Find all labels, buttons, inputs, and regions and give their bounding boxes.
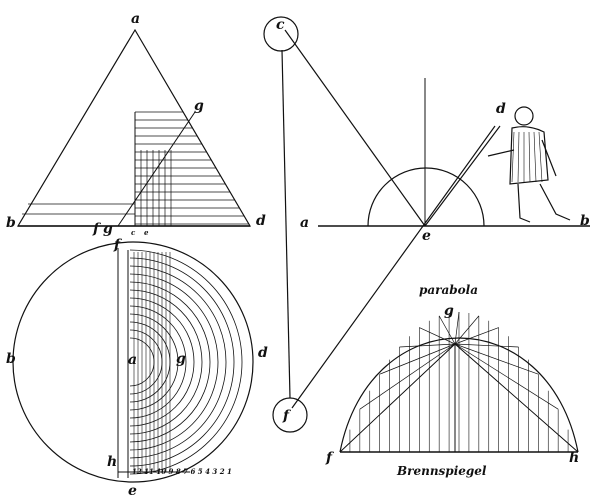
triangle-diagonal: [117, 111, 196, 227]
cone-top-circle: [263, 16, 299, 52]
parabola-left-label: f: [326, 450, 333, 466]
circle-scale-label: 12 11 10 9 8 7 6 5 4 3 2 1: [132, 467, 232, 476]
sighting-right-label: b: [580, 213, 590, 229]
observer-arm-back: [541, 139, 557, 177]
parabola-ray: [454, 343, 539, 375]
triangle-upper-label: g: [194, 98, 204, 114]
observer-shading: [517, 131, 520, 183]
observer-shading: [528, 131, 531, 183]
circle-bottom-e-label: e: [128, 483, 137, 499]
parabola-ray: [454, 327, 499, 345]
parabola-ray: [399, 343, 456, 348]
parabola-ray: [454, 343, 519, 348]
sighting-center-label: e: [422, 228, 431, 244]
cone-top-label: c: [276, 17, 285, 33]
triangle-base-c-label: c: [131, 228, 136, 237]
circle-concentric-arc: [129, 273, 219, 451]
parabola-right-label: h: [569, 450, 580, 466]
circle-top-label: f: [114, 237, 121, 253]
circle-center-g-label: g: [176, 351, 186, 367]
cone-lower-line: [291, 125, 496, 409]
observer-torso: [509, 126, 549, 185]
parabola-title-label: parabola: [419, 283, 478, 297]
triangle-apex-label: a: [131, 11, 141, 27]
circle-concentric-arc: [129, 305, 187, 419]
parabola-vertex-label: g: [444, 303, 454, 319]
observer-leg-front: [517, 183, 531, 223]
circle-left-label: b: [6, 351, 16, 367]
parabola-focal-left: [339, 343, 456, 453]
sighting-left-label: a: [300, 215, 310, 231]
sighting-line-of-sight: [424, 125, 501, 227]
cone-bottom-label: f: [283, 408, 290, 424]
parabola-ray: [454, 315, 480, 345]
circle-concentric-arc: [129, 265, 227, 459]
circle-outline: [12, 241, 254, 483]
sighting-observer-label: d: [496, 101, 506, 117]
parabola-ray: [359, 343, 456, 410]
observer-arm: [487, 149, 515, 157]
circle-center-a-label: a: [128, 352, 138, 368]
parabola-ray: [454, 343, 559, 410]
triangle-base-e-label: e: [144, 228, 149, 237]
cone-bottom-circle: [272, 397, 308, 433]
triangle-left-label: b: [6, 215, 16, 231]
sighting-semicircle: [367, 167, 485, 227]
observer-leg-back: [539, 183, 571, 221]
parabola-focal-right: [454, 343, 579, 453]
triangle-base-f-label: f: [93, 221, 100, 237]
parabola-ray: [379, 343, 456, 375]
circle-concentric-arc: [129, 257, 235, 467]
observer-shading: [533, 131, 537, 183]
parabola-caption-label: Brennspiegel: [397, 464, 487, 478]
parabola-ray: [438, 315, 456, 345]
observer-shading: [538, 131, 543, 183]
circle-right-label: d: [258, 345, 268, 361]
circle-concentric-arc: [129, 249, 243, 475]
observer-shading: [511, 131, 515, 183]
triangle-outline: [16, 28, 252, 227]
circle-bottom-h-label: h: [107, 454, 118, 470]
cone-axis: [281, 49, 291, 399]
circle-concentric-arc: [129, 281, 211, 443]
triangle-right-label: d: [256, 213, 266, 229]
triangle-base-g-label: g: [103, 221, 113, 237]
parabola-ray: [419, 327, 456, 345]
observer-figure: [487, 106, 571, 223]
parabola-ray: [454, 311, 460, 345]
line-work: [12, 16, 590, 483]
observer-head: [514, 106, 534, 126]
circle-concentric-arc: [129, 313, 179, 411]
cone-upper-line: [284, 29, 426, 227]
